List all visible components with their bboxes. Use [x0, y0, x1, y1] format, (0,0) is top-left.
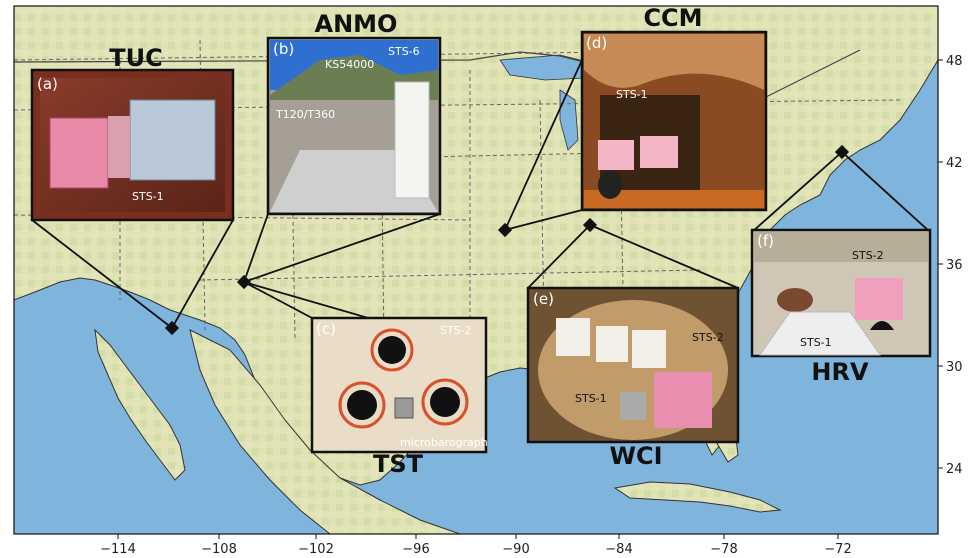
panel-tag-f: (f): [757, 232, 774, 250]
photo-label-sts2: STS-2: [692, 331, 724, 344]
x-tick: −90: [502, 534, 530, 557]
photo-label-t120: T120/T360: [275, 108, 335, 121]
station-marker-hrv: [834, 144, 850, 160]
x-tick-label: −108: [201, 542, 237, 557]
station-label-tst: TST: [373, 450, 424, 478]
y-tick-label: 24: [946, 462, 963, 477]
station-marker-wci: [582, 217, 598, 233]
photo-label-sts6: STS-6: [388, 45, 420, 58]
y-tick: 24: [938, 462, 963, 477]
photo-panel-anmo: (b) KS54000 STS-6 T120/T360: [266, 36, 442, 216]
station-label-ccm: CCM: [643, 4, 702, 32]
station-marker-tuc: [164, 320, 180, 336]
x-tick-label: −114: [100, 542, 136, 557]
y-tick: 30: [938, 360, 963, 375]
photo-label-sts2: STS-2: [852, 249, 884, 262]
y-tick: 48: [938, 54, 963, 69]
photo-label-microbarograph: microbarograph: [400, 436, 488, 449]
x-axis: −114 −108 −102 −96 −90 −84 −78 −72: [100, 534, 852, 557]
x-tick: −114: [100, 534, 136, 557]
x-tick: −96: [402, 534, 430, 557]
station-marker-ccm: [497, 222, 513, 238]
panel-tag-e: (e): [533, 290, 554, 308]
photo-label-ks54000: KS54000: [325, 58, 374, 71]
x-tick: −108: [201, 534, 237, 557]
photo-panel-tst: (c) STS-2 microbarograph: [310, 316, 488, 454]
station-markers: [164, 144, 850, 336]
panel-tag-c: (c): [316, 320, 336, 338]
panel-tag-a: (a): [37, 75, 58, 93]
x-tick: −84: [605, 534, 633, 557]
photo-label-sts1: STS-1: [575, 392, 607, 405]
photo-panel-hrv: (f) STS-2 STS-1: [750, 228, 932, 358]
station-label-anmo: ANMO: [315, 10, 398, 38]
photo-panel-wci: (e) STS-2 STS-1: [526, 286, 740, 444]
x-tick: −72: [824, 534, 852, 557]
photo-label-sts1: STS-1: [132, 190, 164, 203]
map-frame: [13, 5, 939, 535]
photo-panel-ccm: (d) STS-1: [580, 30, 768, 212]
photo-label-sts2: STS-2: [440, 324, 472, 337]
panel-tag-b: (b): [273, 40, 294, 58]
mexico-land: [189, 329, 461, 534]
x-tick-label: −78: [710, 542, 737, 557]
baja-california: [94, 328, 186, 481]
x-tick: −78: [710, 534, 738, 557]
y-tick-label: 42: [946, 156, 963, 171]
x-tick-label: −96: [402, 542, 429, 557]
photo-panel-tuc: (a) STS-1: [30, 68, 235, 222]
station-label-hrv: HRV: [811, 358, 869, 386]
y-tick-label: 30: [946, 360, 963, 375]
x-tick-label: −90: [502, 542, 529, 557]
x-tick-label: −84: [605, 542, 632, 557]
y-axis: 48 42 36 30 24: [938, 54, 963, 477]
y-tick: 42: [938, 156, 963, 171]
station-label-tuc: TUC: [109, 44, 162, 72]
x-tick: −102: [298, 534, 334, 557]
photo-label-sts1: STS-1: [616, 88, 648, 101]
cuba: [613, 481, 782, 513]
station-marker-anmo-tst: [236, 274, 252, 290]
y-tick-label: 36: [946, 258, 963, 273]
x-tick-label: −72: [824, 542, 851, 557]
y-tick-label: 48: [946, 54, 963, 69]
photo-label-sts1: STS-1: [800, 336, 832, 349]
panel-tag-d: (d): [586, 34, 607, 52]
x-tick-label: −102: [298, 542, 334, 557]
y-tick: 36: [938, 258, 963, 273]
station-label-wci: WCI: [609, 442, 662, 470]
